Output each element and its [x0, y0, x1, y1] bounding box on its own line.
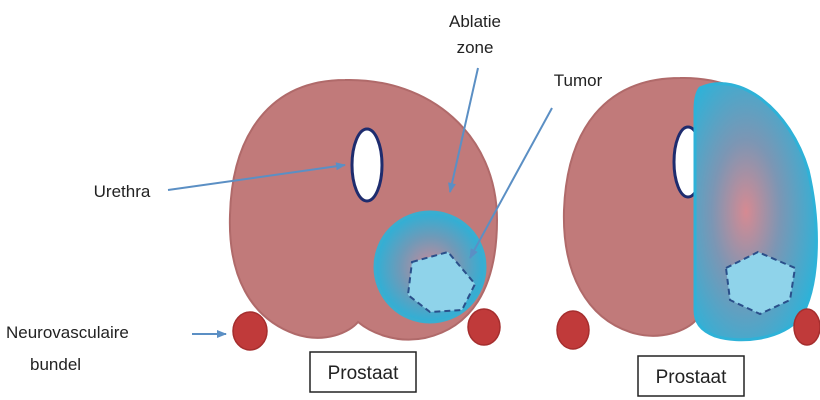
label-tumor: Tumor: [554, 71, 603, 90]
label-ablation-line2: zone: [457, 38, 494, 57]
prostate-left: [230, 80, 500, 350]
neurovascular-bundle-left-b: [468, 309, 500, 345]
prostate-right: [557, 78, 820, 349]
label-neurovascular-line2: bundel: [30, 355, 81, 374]
label-neurovascular-line1: Neurovasculaire: [6, 323, 129, 342]
neurovascular-bundle-right-a: [557, 311, 589, 349]
neurovascular-bundle-left-a: [233, 312, 267, 350]
label-ablation-line1: Ablatie: [449, 12, 501, 31]
neurovascular-bundle-right-b: [794, 309, 820, 345]
label-urethra: Urethra: [94, 182, 151, 201]
prostate-label-box-left: Prostaat: [310, 352, 416, 392]
prostate-label-box-right: Prostaat: [638, 356, 744, 396]
urethra-left: [352, 129, 382, 201]
prostate-label-right: Prostaat: [656, 367, 727, 388]
prostate-label-left: Prostaat: [328, 363, 399, 384]
